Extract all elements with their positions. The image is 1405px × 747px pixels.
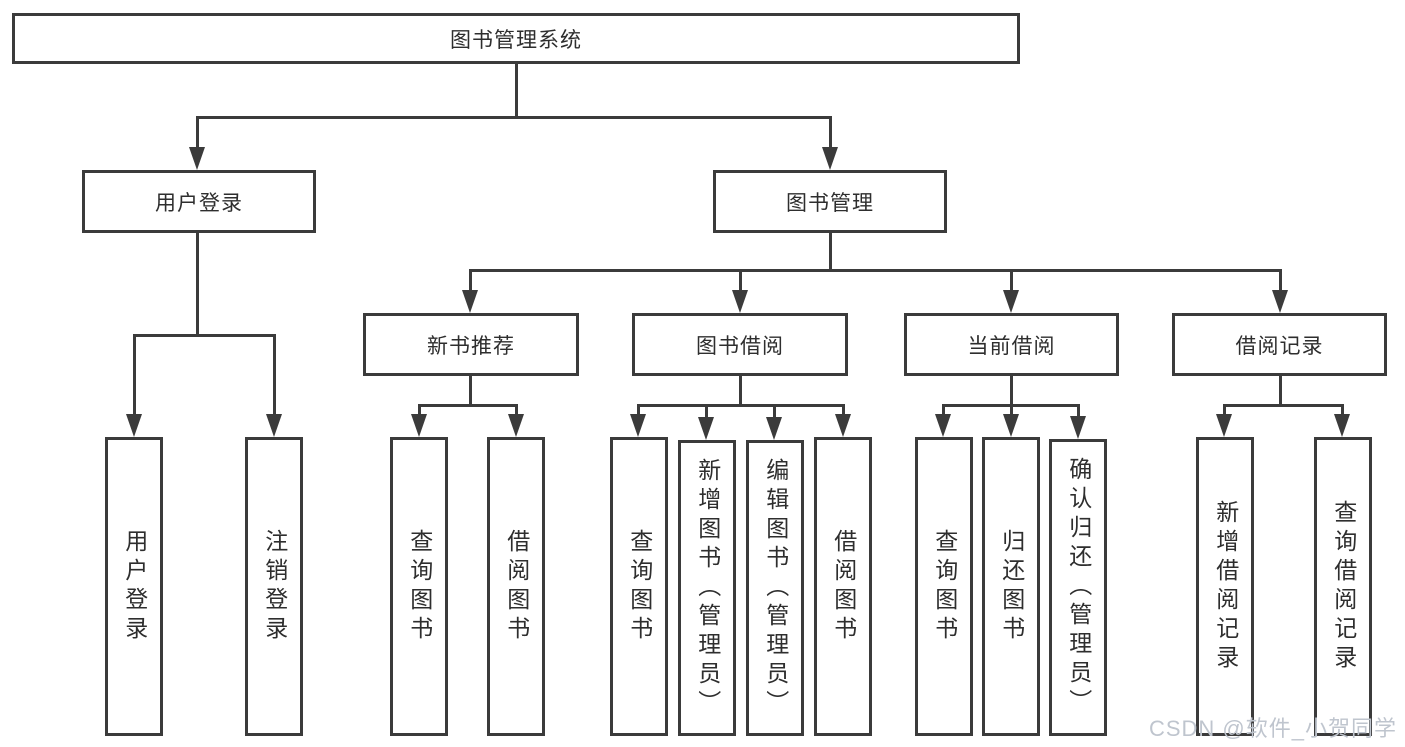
node-book-borrowing: 图书借阅: [632, 313, 848, 376]
arrowhead-down-icon: [462, 290, 478, 313]
connector-line: [842, 404, 845, 417]
node-label: 注销登录: [261, 528, 288, 645]
node-label: 新增图书（管理员）: [694, 457, 721, 719]
node-label: 归还图书: [998, 528, 1025, 645]
node-label: 查询图书: [626, 528, 653, 645]
arrowhead-down-icon: [1003, 290, 1019, 313]
connector-line: [273, 334, 276, 418]
node-user-login-branch: 用户登录: [82, 170, 316, 233]
arrowhead-down-icon: [698, 417, 714, 440]
connector-line: [1010, 404, 1013, 417]
connector-line: [773, 404, 776, 420]
arrowhead-down-icon: [508, 414, 524, 437]
connector-line: [829, 233, 832, 272]
connector-line: [469, 376, 472, 407]
node-label: 查询图书: [406, 528, 433, 645]
connector-line: [1279, 376, 1282, 407]
connector-line: [705, 404, 708, 420]
node-current-borrowing: 当前借阅: [904, 313, 1119, 376]
node-label: 借阅图书: [503, 528, 530, 645]
arrowhead-down-icon: [1334, 414, 1350, 437]
arrowhead-down-icon: [266, 414, 282, 437]
connector-line: [1010, 376, 1013, 407]
node-library-management-system: 图书管理系统: [12, 13, 1020, 64]
leaf-query-books-borrowing: 查询图书: [610, 437, 668, 736]
arrowhead-down-icon: [126, 414, 142, 437]
connector-line: [942, 404, 945, 417]
node-label: 确认归还（管理员）: [1065, 457, 1092, 718]
connector-line: [1279, 269, 1282, 293]
connector-line: [196, 116, 832, 119]
leaf-user-login: 用户登录: [105, 437, 163, 736]
connector-line: [469, 269, 1282, 272]
connector-line: [1223, 404, 1344, 407]
arrowhead-down-icon: [935, 414, 951, 437]
leaf-edit-books-admin: 编辑图书（管理员）: [746, 440, 804, 736]
arrowhead-down-icon: [822, 147, 838, 170]
arrowhead-down-icon: [630, 414, 646, 437]
node-label: 图书管理: [786, 191, 874, 215]
connector-line: [133, 334, 136, 418]
arrowhead-down-icon: [1070, 416, 1086, 439]
connector-line: [637, 404, 640, 417]
connector-line: [637, 404, 845, 407]
leaf-query-books-current: 查询图书: [915, 437, 973, 736]
leaf-add-borrow-record: 新增借阅记录: [1196, 437, 1254, 736]
connector-line: [829, 116, 832, 152]
arrowhead-down-icon: [835, 414, 851, 437]
node-label: 图书管理系统: [450, 28, 582, 52]
csdn-watermark: CSDN @软件_小贺同学: [1148, 716, 1397, 741]
leaf-query-borrow-record: 查询借阅记录: [1314, 437, 1372, 736]
connector-line: [418, 404, 421, 417]
arrowhead-down-icon: [766, 417, 782, 440]
arrowhead-down-icon: [732, 290, 748, 313]
node-label: 新增借阅记录: [1212, 499, 1239, 674]
connector-line: [739, 269, 742, 293]
node-label: 图书借阅: [696, 334, 784, 358]
node-label: 用户登录: [155, 191, 243, 215]
node-label: 当前借阅: [967, 334, 1056, 358]
leaf-logout: 注销登录: [245, 437, 303, 736]
connector-line: [515, 404, 518, 417]
node-label: 借阅记录: [1235, 334, 1324, 358]
leaf-return-books: 归还图书: [982, 437, 1040, 736]
leaf-confirm-return-admin: 确认归还（管理员）: [1049, 439, 1107, 736]
leaf-borrow-books-recommend: 借阅图书: [487, 437, 545, 736]
connector-line: [1223, 404, 1226, 417]
arrowhead-down-icon: [411, 414, 427, 437]
connector-line: [196, 233, 199, 337]
connector-line: [196, 116, 199, 152]
connector-line: [1341, 404, 1344, 417]
node-label: 新书推荐: [427, 334, 515, 358]
connector-line: [418, 404, 518, 407]
node-label: 编辑图书（管理员）: [762, 457, 789, 719]
arrowhead-down-icon: [1003, 414, 1019, 437]
node-label: 查询借阅记录: [1330, 499, 1357, 674]
arrowhead-down-icon: [1216, 414, 1232, 437]
leaf-add-books-admin: 新增图书（管理员）: [678, 440, 736, 736]
connector-line: [1010, 269, 1013, 293]
node-label: 查询图书: [931, 528, 958, 645]
node-new-book-recommendation: 新书推荐: [363, 313, 579, 376]
leaf-borrow-books: 借阅图书: [814, 437, 872, 736]
connector-line: [133, 334, 276, 337]
node-borrowing-records: 借阅记录: [1172, 313, 1387, 376]
node-label: 借阅图书: [830, 528, 857, 645]
connector-line: [515, 63, 518, 119]
arrowhead-down-icon: [189, 147, 205, 170]
leaf-query-books-recommend: 查询图书: [390, 437, 448, 736]
connector-line: [739, 376, 742, 407]
connector-line: [1077, 404, 1080, 419]
node-label: 用户登录: [121, 528, 148, 645]
arrowhead-down-icon: [1272, 290, 1288, 313]
connector-line: [469, 269, 472, 293]
node-book-management: 图书管理: [713, 170, 947, 233]
